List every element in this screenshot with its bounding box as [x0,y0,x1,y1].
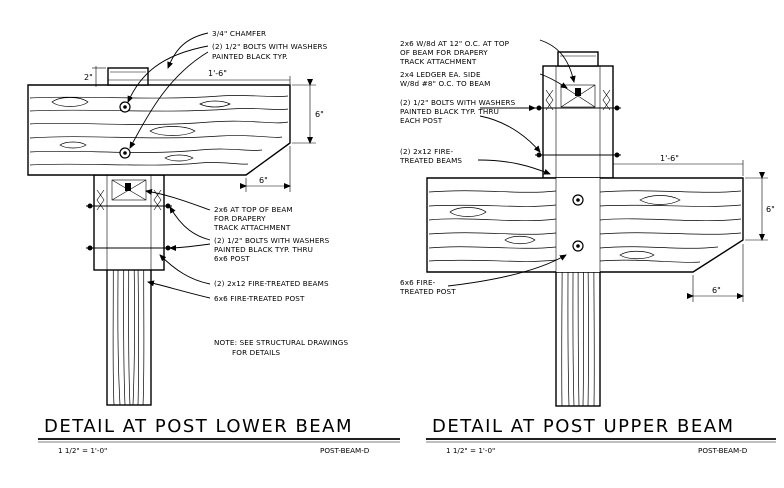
left-detail-ref: POST-BEAM-D [320,446,370,455]
dim-beam-length: 1'-6" [208,69,227,78]
label-post-1: 6x6 FIRE- [400,278,436,287]
label-bolts-post-3: 6x6 POST [214,254,250,263]
right-detail: 1'-6" 6" 6" 2x6 W/8d AT 12" O.C. AT TOP … [399,39,776,455]
left-beam [27,84,291,176]
dim-chamfer-run: 6" [712,286,721,295]
label-bolts-3: EACH POST [400,116,443,125]
dim-block: 2" [84,73,93,82]
label-2x6-1: 2x6 AT TOP OF BEAM [214,205,293,214]
dim-beam-depth: 6" [315,110,324,119]
right-dimensions: 1'-6" 6" 6" [612,154,775,302]
right-beam [426,177,744,273]
label-ledger-1: 2x4 LEDGER EA. SIDE [400,70,481,79]
left-top-2x6 [107,67,149,86]
right-detail-scale: 1 1/2" = 1'-0" [446,446,495,455]
drapery-bolt-icon [125,183,131,191]
label-chamfer: 3/4" CHAMFER [212,29,266,38]
left-connection-block [86,174,172,271]
label-beams: (2) 2x12 FIRE-TREATED BEAMS [214,279,329,288]
label-2x6-2: OF BEAM FOR DRAPERY [400,48,488,57]
label-bolts-top-1: (2) 1/2" BOLTS WITH WASHERS [212,42,328,51]
label-2x6-3: TRACK ATTACHMENT [399,57,477,66]
note-line-1: NOTE: SEE STRUCTURAL DRAWINGS [214,338,349,347]
label-2x6-2: FOR DRAPERY [214,214,266,223]
drapery-bolt-icon [575,88,581,96]
label-bolts-post-2: PAINTED BLACK TYP. THRU [214,245,313,254]
label-beams-2: TREATED BEAMS [399,156,462,165]
label-bolts-1: (2) 1/2" BOLTS WITH WASHERS [400,98,516,107]
label-ledger-2: W/8d #8" O.C. TO BEAM [400,79,490,88]
label-bolts-post-1: (2) 1/2" BOLTS WITH WASHERS [214,236,330,245]
dim-beam-depth: 6" [766,205,775,214]
label-post: 6x6 FIRE-TREATED POST [214,294,305,303]
left-detail-scale: 1 1/2" = 1'-0" [58,446,107,455]
label-2x6-3: TRACK ATTACHMENT [213,223,291,232]
label-beams-1: (2) 2x12 FIRE- [400,147,453,156]
right-detail-title: DETAIL AT POST UPPER BEAM [432,416,735,437]
label-post-2: TREATED POST [399,287,456,296]
left-dimensions: 1'-6" 6" 6" 2" [84,66,324,192]
right-upper-block [535,65,621,179]
right-top-2x6 [557,51,599,67]
dim-beam-length: 1'-6" [660,154,679,163]
label-bolts-2: PAINTED BLACK TYP. THRU [400,107,499,116]
note-line-2: FOR DETAILS [232,348,281,357]
left-detail: 1'-6" 6" 6" 2" 3/4" CHAMFER (2) 1/2" BOL… [27,29,400,455]
left-detail-title: DETAIL AT POST LOWER BEAM [44,416,353,437]
label-2x6-1: 2x6 W/8d AT 12" O.C. AT TOP [400,39,510,48]
right-detail-ref: POST-BEAM-D [698,446,748,455]
dim-chamfer-run: 6" [259,176,268,185]
label-bolts-top-2: PAINTED BLACK TYP. [212,52,288,61]
